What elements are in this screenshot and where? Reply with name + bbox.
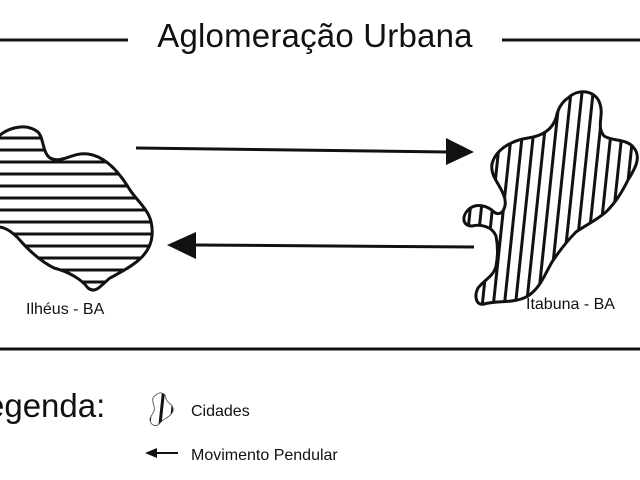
itabuna-city-shape [462, 90, 639, 306]
legend-title: egenda: [0, 387, 106, 424]
hatched-city-icon [149, 392, 174, 426]
ilheus-label: Ilhéus - BA [26, 301, 105, 318]
legend-item-movimento-pendular: Movimento Pendular [191, 447, 338, 464]
page-title: Aglomeração Urbana [130, 14, 500, 58]
ilheus-city-shape [0, 125, 154, 292]
arrow-left-icon [145, 448, 178, 458]
arrow-itabuna-to-ilheus [167, 232, 475, 259]
arrow-ilheus-to-itabuna [135, 138, 474, 165]
legend-item-cidades: Cidades [191, 403, 250, 420]
itabuna-label: Itabuna - BA [526, 296, 615, 313]
